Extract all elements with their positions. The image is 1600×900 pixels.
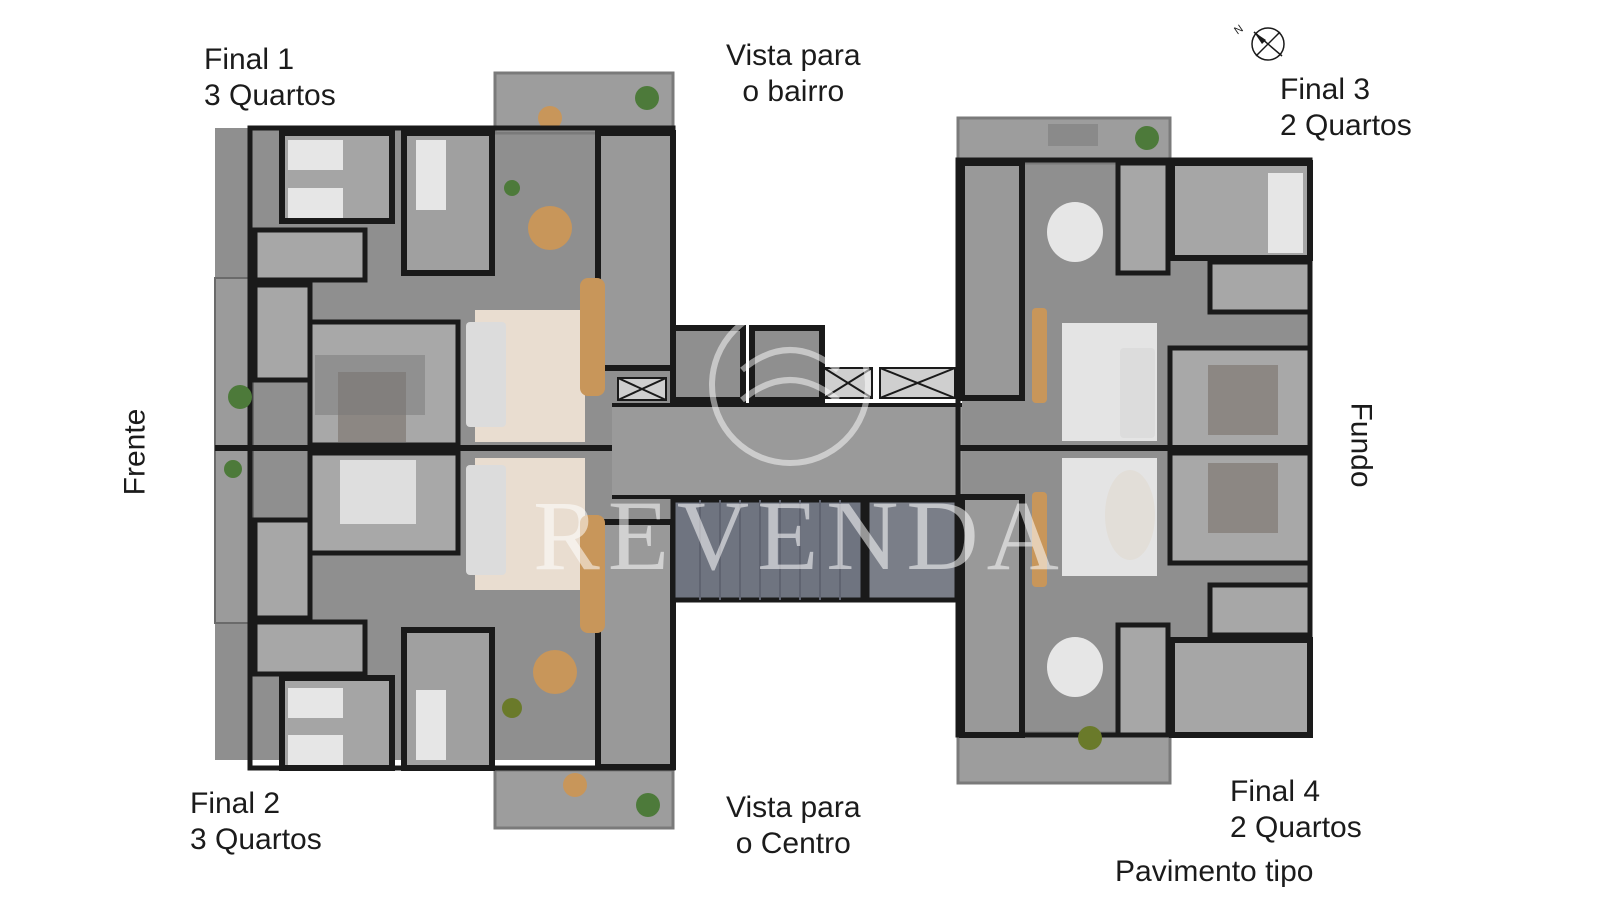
dining-table-2 — [533, 650, 577, 694]
bench-4 — [1032, 492, 1047, 587]
sofa-3 — [1120, 348, 1155, 438]
front-label: Frente — [118, 408, 152, 496]
plant-1 — [635, 86, 659, 110]
hall-wall-top — [612, 403, 962, 407]
unit-1-rooms: 3 Quartos — [204, 79, 336, 112]
stair-landing — [864, 497, 960, 603]
bath-2b — [252, 517, 313, 621]
unit-2-rooms: 3 Quartos — [190, 823, 322, 856]
bench-3 — [1032, 308, 1047, 403]
unit-2-label: Final 2 3 Quartos — [190, 786, 322, 858]
staircase — [670, 497, 866, 603]
unit-3-title: Final 3 — [1280, 73, 1371, 106]
bed-master-3 — [1208, 365, 1278, 435]
rug-master-1 — [315, 355, 425, 415]
bedroom-4a — [1169, 637, 1313, 738]
unit-1-title: Final 1 — [204, 43, 295, 76]
divider-wall-left — [215, 445, 615, 451]
bed-1a1 — [288, 140, 343, 170]
outer-wall-right — [955, 157, 1313, 738]
hallway — [612, 405, 962, 497]
bath-3b — [1207, 259, 1313, 315]
bed-1a2 — [288, 188, 343, 218]
balcony-bottom-right — [956, 731, 1172, 785]
unit-2-title: Final 2 — [190, 787, 281, 820]
plant-4 — [224, 460, 242, 478]
bath-1b — [252, 282, 313, 383]
plant-7 — [1135, 126, 1159, 150]
shafts — [617, 367, 956, 401]
divider-wall-right — [958, 445, 1310, 451]
elevator-1 — [670, 325, 746, 403]
dining-table-4 — [1047, 637, 1103, 697]
view-top-label: Vista para o bairro — [726, 38, 861, 110]
plant-5 — [502, 698, 522, 718]
balcony-table-1 — [538, 106, 562, 130]
view-bottom-label: Vista para o Centro — [726, 790, 861, 862]
view-bottom-line2: o Centro — [735, 827, 851, 860]
balcony-sofa-3 — [1048, 124, 1098, 146]
unit-3-label: Final 3 2 Quartos — [1280, 72, 1412, 144]
bath-4a — [1115, 622, 1171, 738]
unit-3-rooms: 2 Quartos — [1280, 109, 1412, 142]
compass-icon: N — [1232, 23, 1285, 61]
plant-2 — [504, 180, 520, 196]
bath-2a — [252, 619, 368, 677]
bed-2b — [416, 690, 446, 760]
view-bottom-line1: Vista para — [726, 791, 861, 824]
compass-letter: N — [1232, 23, 1245, 37]
kitchen-3 — [959, 160, 1025, 401]
right-building — [955, 116, 1313, 785]
kitchen-1 — [595, 130, 676, 371]
sofa-2 — [466, 465, 506, 575]
bench-2 — [580, 515, 605, 633]
hall-wall-bottom — [612, 495, 962, 499]
central-core — [612, 325, 962, 603]
bath-4b — [1207, 582, 1313, 638]
bath-3a — [1115, 160, 1171, 276]
left-building — [214, 71, 676, 830]
unit-4-title: Final 4 — [1230, 775, 1321, 808]
plant-3 — [228, 385, 252, 409]
view-top-line1: Vista para — [726, 39, 861, 72]
unit-1-label: Final 1 3 Quartos — [204, 42, 336, 114]
bed-1b — [416, 140, 446, 210]
watermark-logo — [709, 304, 871, 466]
kitchen-2 — [595, 519, 676, 770]
stair-steps — [699, 500, 841, 600]
back-label: Fundo — [1344, 402, 1378, 488]
floor-type-label: Pavimento tipo — [1115, 855, 1314, 888]
plant-8 — [1078, 726, 1102, 750]
bed-2a1 — [288, 688, 343, 718]
sofa-4 — [1105, 470, 1155, 560]
balcony-table-2 — [563, 773, 587, 797]
master-2 — [307, 450, 461, 556]
bed-3a — [1268, 173, 1303, 253]
bed-2a2 — [288, 735, 343, 765]
bed-master-4 — [1208, 463, 1278, 533]
dining-table-1 — [528, 206, 572, 250]
plant-6 — [636, 793, 660, 817]
view-top-line2: o bairro — [742, 75, 845, 108]
unit-4-rooms: 2 Quartos — [1230, 811, 1362, 844]
sofa-1 — [466, 322, 506, 427]
dining-table-3 — [1047, 202, 1103, 262]
bath-1a — [252, 227, 368, 283]
kitchen-4 — [959, 494, 1025, 738]
bench-1 — [580, 278, 605, 396]
unit-4-label: Final 4 2 Quartos — [1230, 774, 1362, 846]
bed-master-2 — [340, 460, 416, 524]
